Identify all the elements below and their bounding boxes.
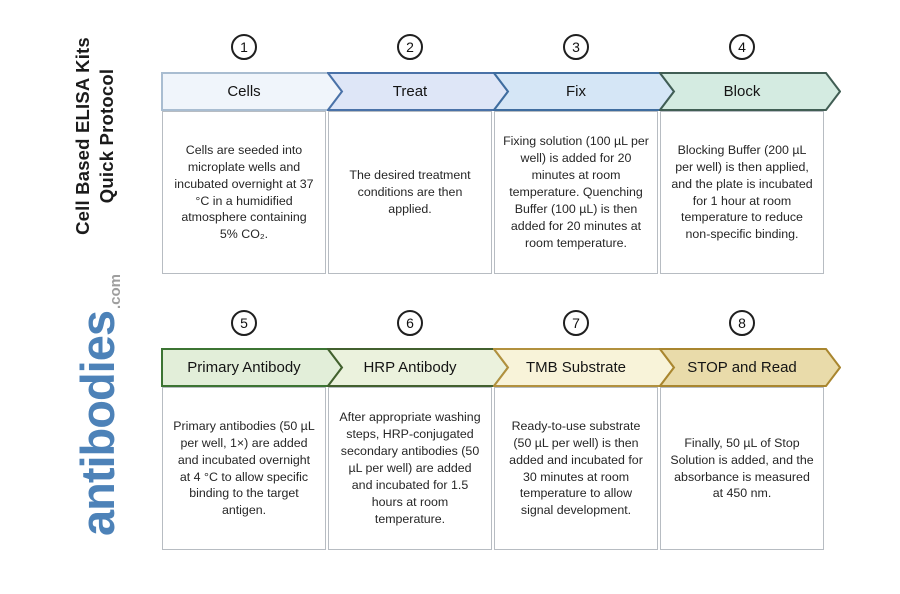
protocol-content: 1 Cells Cells are seeded into microplate… <box>161 34 841 550</box>
step-description-box: The desired treatment conditions are the… <box>328 111 492 274</box>
step-description-box: Finally, 50 µL of Stop Solution is added… <box>660 387 824 550</box>
step-description: Blocking Buffer (200 µL per well) is the… <box>671 142 813 242</box>
page-title: Cell Based ELISA Kits Quick Protocol <box>71 16 119 256</box>
step-banner: HRP Antibody <box>327 348 509 387</box>
brand-logo-text: antibodies <box>71 311 124 537</box>
step-banner: Cells <box>161 72 343 111</box>
step-number: 5 <box>240 315 248 331</box>
step-number: 3 <box>572 39 580 55</box>
step-number-badge: 8 <box>729 310 755 336</box>
step-description: Fixing solution (100 µL per well) is add… <box>503 134 649 250</box>
step-number: 1 <box>240 39 248 55</box>
step-description-box: Fixing solution (100 µL per well) is add… <box>494 111 658 274</box>
step-banner-label: Fix <box>566 83 586 100</box>
step-banner-label: TMB Substrate <box>525 359 627 376</box>
protocol-step: 3 Fix Fixing solution (100 µL per well) … <box>493 34 675 274</box>
protocol-step: 7 TMB Substrate Ready-to-use substrate (… <box>493 310 675 550</box>
brand-logo: antibodies .com <box>70 240 124 570</box>
chevron-arrow-icon <box>659 72 841 111</box>
step-banner-label: HRP Antibody <box>363 359 457 376</box>
step-description-box: After appropriate washing steps, HRP-con… <box>328 387 492 550</box>
protocol-step: 4 Block Blocking Buffer (200 µL per well… <box>659 34 841 274</box>
step-number: 2 <box>406 39 414 55</box>
chevron-arrow-icon <box>659 348 841 387</box>
step-banner-label: STOP and Read <box>687 359 797 376</box>
protocol-step: 6 HRP Antibody After appropriate washing… <box>327 310 509 550</box>
step-number: 4 <box>738 39 746 55</box>
step-banner: Fix <box>493 72 675 111</box>
brand-logo-suffix: .com <box>107 273 124 309</box>
step-number-badge: 6 <box>397 310 423 336</box>
step-number-badge: 3 <box>563 34 589 60</box>
chevron-arrow-shape <box>659 348 841 387</box>
step-number: 6 <box>406 315 414 331</box>
step-number-badge: 5 <box>231 310 257 336</box>
step-banner-label: Primary Antibody <box>187 359 301 376</box>
step-description: Finally, 50 µL of Stop Solution is added… <box>670 435 814 501</box>
step-banner: Primary Antibody <box>161 348 343 387</box>
step-banner: STOP and Read <box>659 348 841 387</box>
step-description-box: Cells are seeded into microplate wells a… <box>162 111 326 274</box>
step-description: The desired treatment conditions are the… <box>349 168 471 216</box>
step-banner-label: Block <box>723 83 761 100</box>
protocol-step: 2 Treat The desired treatment conditions… <box>327 34 509 274</box>
step-banner: Block <box>659 72 841 111</box>
step-number: 8 <box>738 315 746 331</box>
step-banner-label: Cells <box>227 83 261 100</box>
chevron-arrow-shape <box>659 72 841 111</box>
step-number-badge: 1 <box>231 34 257 60</box>
step-number-badge: 4 <box>729 34 755 60</box>
step-description-box: Ready-to-use substrate (50 µL per well) … <box>494 387 658 550</box>
step-number-badge: 7 <box>563 310 589 336</box>
page-title-line2: Quick Protocol <box>95 68 117 204</box>
step-number: 7 <box>572 315 580 331</box>
protocol-row-2: 5 Primary Antibody Primary antibodies (5… <box>161 310 841 550</box>
protocol-step: 8 STOP and Read Finally, 50 µL of Stop S… <box>659 310 841 550</box>
step-banner: Treat <box>327 72 509 111</box>
protocol-step: 1 Cells Cells are seeded into microplate… <box>161 34 343 274</box>
protocol-step: 5 Primary Antibody Primary antibodies (5… <box>161 310 343 550</box>
step-description: Ready-to-use substrate (50 µL per well) … <box>509 418 643 518</box>
step-number-badge: 2 <box>397 34 423 60</box>
step-banner-label: Treat <box>392 83 428 100</box>
step-description: Cells are seeded into microplate wells a… <box>174 142 314 242</box>
step-description-box: Primary antibodies (50 µL per well, 1×) … <box>162 387 326 550</box>
page-title-line1: Cell Based ELISA Kits <box>72 37 93 235</box>
step-banner: TMB Substrate <box>493 348 675 387</box>
step-description-box: Blocking Buffer (200 µL per well) is the… <box>660 111 824 274</box>
step-description: After appropriate washing steps, HRP-con… <box>339 410 481 526</box>
step-description: Primary antibodies (50 µL per well, 1×) … <box>173 418 315 518</box>
protocol-row-1: 1 Cells Cells are seeded into microplate… <box>161 34 841 274</box>
